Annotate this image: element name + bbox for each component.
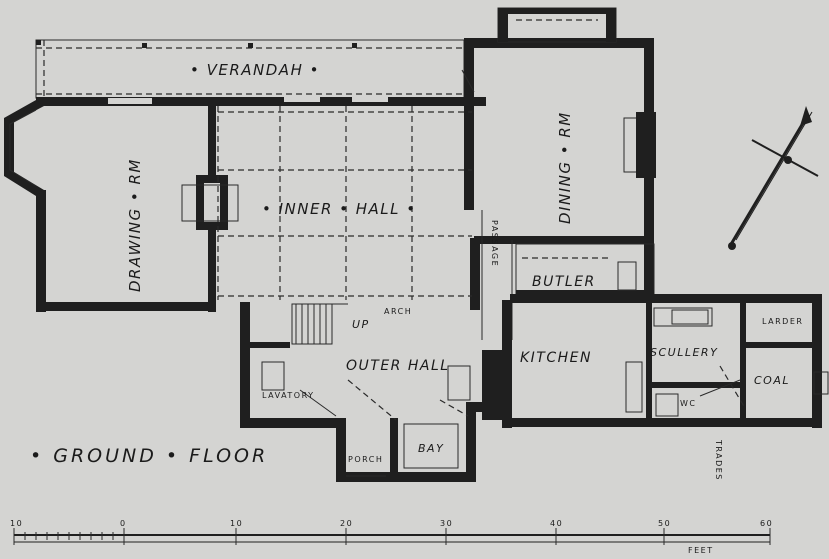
outer-hall-walls bbox=[240, 302, 506, 482]
room-label-porch: PORCH bbox=[348, 455, 383, 464]
room-label-verandah: • VERANDAH • bbox=[190, 61, 320, 79]
room-label-larder: LARDER bbox=[762, 317, 803, 326]
scale-tick-label: 30 bbox=[440, 519, 453, 528]
room-label-inner-hall: • INNER • HALL • bbox=[262, 200, 417, 218]
room-label-coal: COAL bbox=[754, 374, 790, 387]
window-hall-top-1 bbox=[284, 96, 320, 102]
scale-tick-label: 50 bbox=[658, 519, 671, 528]
bay-window-drawing-room bbox=[4, 100, 44, 196]
scale-tick-label: 0 bbox=[120, 519, 127, 528]
scale-unit-label: FEET bbox=[688, 546, 714, 555]
room-label-passage: PASSAGE bbox=[490, 220, 499, 267]
label-up: UP bbox=[352, 318, 370, 331]
scale-tick-label: 10 bbox=[10, 519, 23, 528]
dining-room-walls bbox=[461, 7, 656, 298]
room-label-drawing-room: DRAWING • RM bbox=[126, 158, 144, 292]
plan-title: • GROUND • FLOOR bbox=[30, 445, 268, 467]
room-label-lavatory: LAVATORY bbox=[262, 391, 315, 400]
room-label-dining-room: DINING • RM bbox=[556, 111, 574, 224]
room-label-scullery: SCULLERY bbox=[650, 346, 718, 359]
window-drawing-top bbox=[108, 98, 152, 104]
staircase bbox=[291, 303, 348, 345]
main-walls bbox=[36, 40, 486, 312]
scale-bar: 10 0 10 20 30 40 50 60 FEET bbox=[10, 519, 773, 555]
scale-tick-label: 10 bbox=[230, 519, 243, 528]
label-arch: ARCH bbox=[384, 307, 412, 316]
inner-hall-grid bbox=[217, 106, 472, 300]
label-trades: TRADES bbox=[714, 439, 723, 481]
window-hall-top-2 bbox=[352, 96, 388, 102]
room-label-bay: BAY bbox=[418, 442, 444, 455]
room-label-outer-hall: OUTER HALL bbox=[346, 358, 450, 374]
scale-tick-label: 20 bbox=[340, 519, 353, 528]
scale-tick-label: 60 bbox=[760, 519, 773, 528]
north-arrow-icon bbox=[728, 106, 819, 250]
room-label-kitchen: KITCHEN bbox=[520, 350, 592, 366]
scale-tick-label: 40 bbox=[550, 519, 563, 528]
room-label-butler: BUTLER bbox=[532, 274, 596, 290]
room-label-wc: WC bbox=[680, 399, 697, 408]
